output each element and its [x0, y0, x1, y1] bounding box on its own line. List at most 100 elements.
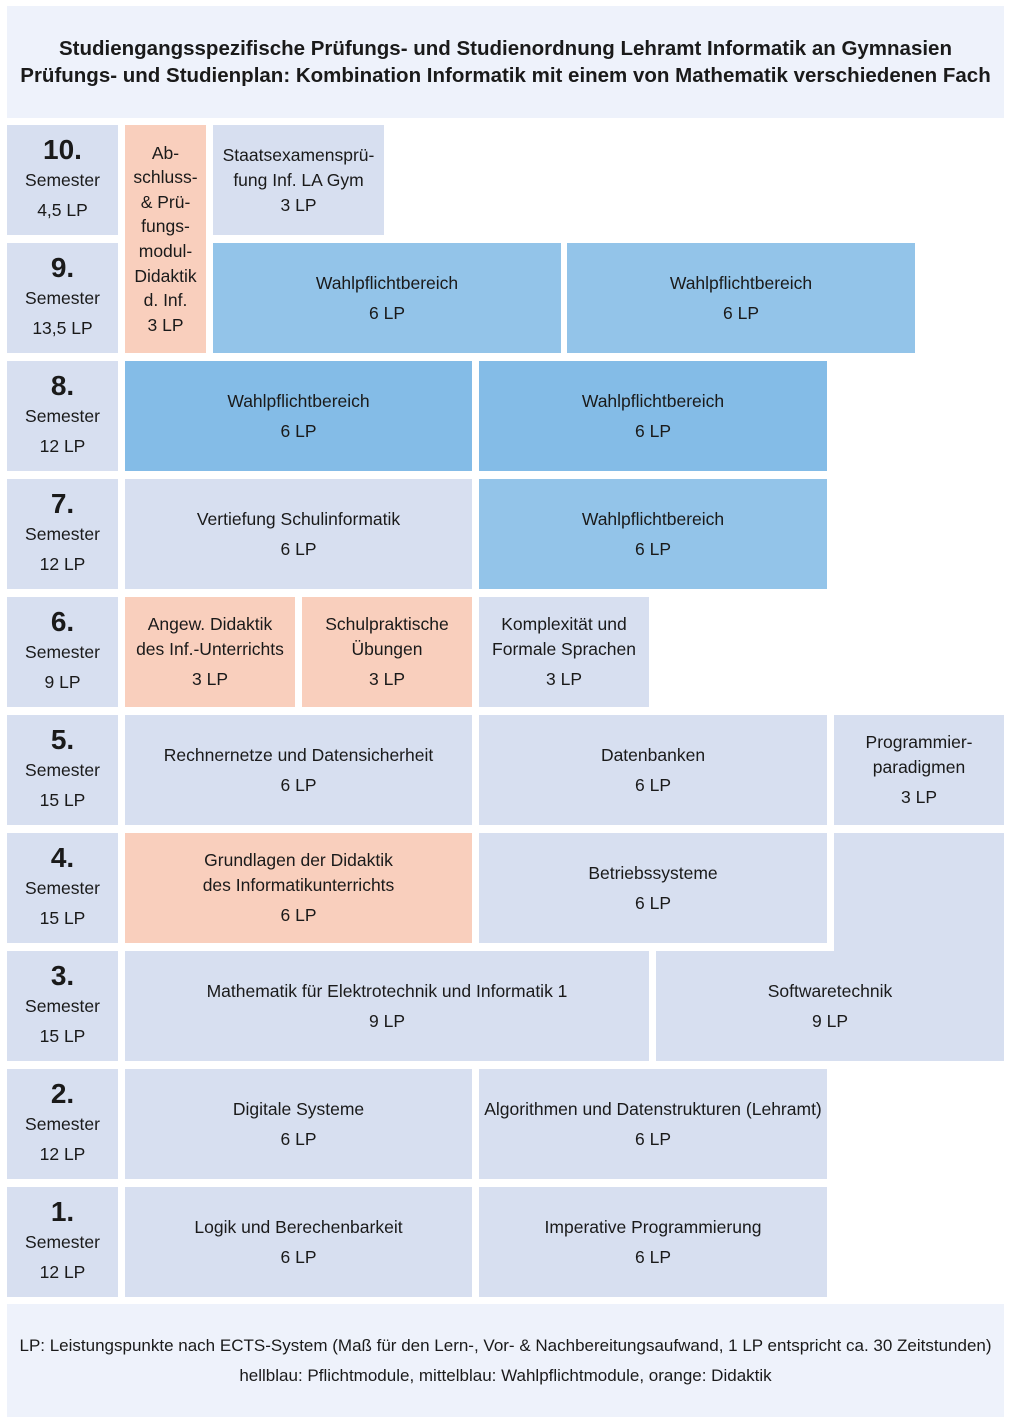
semester-lp: 15 LP: [39, 908, 86, 928]
semester-label-8: 8. Semester 12 LP: [7, 361, 118, 471]
module-lp: 6 LP: [635, 892, 671, 913]
module-lp: 6 LP: [369, 302, 405, 323]
semester-word: Semester: [25, 406, 100, 426]
semester-lp: 9 LP: [44, 672, 81, 692]
page-header: Studiengangsspezifische Prüfungs- und St…: [7, 6, 1004, 118]
legend-line1: LP: Leistungspunkte nach ECTS-System (Ma…: [19, 1335, 992, 1355]
module-title: Wahlpflichtbereich: [315, 272, 459, 293]
module-betriebssysteme: Betriebssysteme 6 LP: [479, 833, 827, 943]
semester-lp: 12 LP: [39, 1262, 86, 1282]
semester-number: 8.: [50, 370, 75, 401]
module-staatsexamenspruefung: Staatsexamensprü- fung Inf. LA Gym 3 LP: [213, 125, 384, 235]
semester-lp: 4,5 LP: [37, 200, 88, 220]
module-lp: 3 LP: [280, 194, 317, 215]
module-lp: 3 LP: [546, 669, 582, 689]
module-komplexitaet-formale-sprachen: Komplexität und Formale Sprachen 3 LP: [479, 597, 649, 707]
semester-word: Semester: [25, 288, 100, 308]
semester-label-10: 10. Semester 4,5 LP: [7, 125, 118, 235]
semester-label-5: 5. Semester 15 LP: [7, 715, 118, 825]
semester-label-6: 6. Semester 9 LP: [7, 597, 118, 707]
semester-word: Semester: [25, 878, 100, 898]
module-lp: 6 LP: [280, 1128, 317, 1149]
module-lp: 9 LP: [369, 1010, 405, 1031]
module-algorithmen-datenstrukturen: Algorithmen und Datenstrukturen (Lehramt…: [479, 1069, 827, 1179]
module-imperative-programmierung: Imperative Programmierung 6 LP: [479, 1187, 827, 1297]
semester-number: 6.: [50, 606, 75, 637]
module-lp: 6 LP: [635, 774, 671, 795]
semester-lp: 12 LP: [39, 1144, 86, 1164]
semester-label-1: 1. Semester 12 LP: [7, 1187, 118, 1297]
module-title-line1: Komplexität und: [501, 614, 627, 634]
legend-line2: hellblau: Pflichtmodule, mittelblau: Wah…: [239, 1365, 772, 1385]
module-title-line2: des Inf.-Unterrichts: [136, 639, 284, 659]
module-title: Wahlpflichtbereich: [581, 508, 725, 529]
semester-number: 2.: [50, 1078, 75, 1109]
semester-lp: 12 LP: [39, 554, 86, 574]
module-text-line: schluss-: [133, 167, 198, 188]
semester-label-4: 4. Semester 15 LP: [7, 833, 118, 943]
module-lp: 6 LP: [280, 538, 317, 559]
module-text-line: Ab-: [151, 142, 180, 163]
semester-word: Semester: [25, 760, 100, 780]
module-title-line2: des Informatikunterrichts: [202, 875, 395, 895]
module-title: Betriebssysteme: [588, 862, 718, 883]
module-title: Imperative Programmierung: [544, 1216, 762, 1237]
module-text-line: modul-: [138, 241, 193, 261]
module-lp: 6 LP: [280, 774, 317, 795]
module-title: Wahlpflichtbereich: [581, 390, 725, 411]
semester-number: 4.: [50, 842, 75, 873]
semester-word: Semester: [25, 170, 100, 190]
semester-word: Semester: [25, 524, 100, 544]
module-lp: 6 LP: [723, 302, 759, 323]
module-angewandte-didaktik: Angew. Didaktik des Inf.-Unterrichts 3 L…: [125, 597, 295, 707]
module-digitale-systeme: Digitale Systeme 6 LP: [125, 1069, 472, 1179]
module-title-line1: Grundlagen der Didaktik: [204, 850, 393, 870]
module-rechnernetze: Rechnernetze und Datensicherheit 6 LP: [125, 715, 472, 825]
module-lp: 6 LP: [280, 420, 317, 441]
module-title: Vertiefung Schulinformatik: [196, 508, 401, 529]
module-text-line: & Prü-: [140, 191, 191, 212]
semester-number: 3.: [50, 960, 75, 991]
module-wahlpflicht-9b: Wahlpflichtbereich 6 LP: [567, 243, 915, 353]
module-title-line2: paradigmen: [872, 757, 966, 777]
module-lp: 6 LP: [280, 1246, 317, 1267]
module-lp: 3 LP: [369, 669, 405, 689]
header-title-line1: Studiengangsspezifische Prüfungs- und St…: [59, 37, 952, 60]
module-wahlpflicht-7: Wahlpflichtbereich 6 LP: [479, 479, 827, 589]
module-wahlpflicht-8a: Wahlpflichtbereich 6 LP: [125, 361, 472, 471]
module-title: Rechnernetze und Datensicherheit: [163, 744, 434, 765]
semester-number: 7.: [50, 488, 75, 519]
module-mathematik-et-inf-1: Mathematik für Elektrotechnik und Inform…: [125, 951, 649, 1061]
semester-lp: 15 LP: [39, 1026, 86, 1046]
module-vertiefung-schulinformatik: Vertiefung Schulinformatik 6 LP: [125, 479, 472, 589]
module-lp: 6 LP: [280, 905, 317, 925]
semester-word: Semester: [25, 1114, 100, 1134]
semester-word: Semester: [25, 1232, 100, 1252]
module-text-line: fungs-: [141, 216, 190, 237]
semester-number: 9.: [50, 252, 75, 283]
module-title: Digitale Systeme: [232, 1098, 365, 1119]
module-wahlpflicht-9a: Wahlpflichtbereich 6 LP: [213, 243, 561, 353]
module-title: Wahlpflichtbereich: [227, 390, 370, 411]
module-title-line2: Formale Sprachen: [492, 639, 636, 659]
module-title: Mathematik für Elektrotechnik und Inform…: [206, 980, 568, 1001]
module-title-line2: Übungen: [351, 639, 423, 659]
module-wahlpflicht-8b: Wahlpflichtbereich 6 LP: [479, 361, 827, 471]
module-lp: 9 LP: [812, 1010, 848, 1031]
module-grundlagen-didaktik: Grundlagen der Didaktik des Informatikun…: [125, 833, 472, 943]
module-title: Algorithmen und Datenstrukturen (Lehramt…: [484, 1098, 822, 1119]
module-lp: 6 LP: [635, 420, 671, 441]
module-logik-berechenbarkeit: Logik und Berechenbarkeit 6 LP: [125, 1187, 472, 1297]
semester-label-2: 2. Semester 12 LP: [7, 1069, 118, 1179]
module-abschlussmodul-didaktik: Ab- schluss- & Prü- fungs- modul- Didakt…: [125, 125, 206, 353]
semester-lp: 15 LP: [39, 790, 86, 810]
module-title-line1: Programmier-: [865, 732, 973, 752]
module-title: Datenbanken: [600, 744, 706, 765]
module-title-line1: Angew. Didaktik: [147, 614, 273, 634]
module-lp: 6 LP: [635, 1128, 671, 1149]
semester-word: Semester: [25, 996, 100, 1016]
module-lp: 6 LP: [635, 1246, 671, 1267]
semester-number: 10.: [43, 134, 82, 165]
semester-lp: 13,5 LP: [32, 318, 93, 338]
semester-label-9: 9. Semester 13,5 LP: [7, 243, 118, 353]
